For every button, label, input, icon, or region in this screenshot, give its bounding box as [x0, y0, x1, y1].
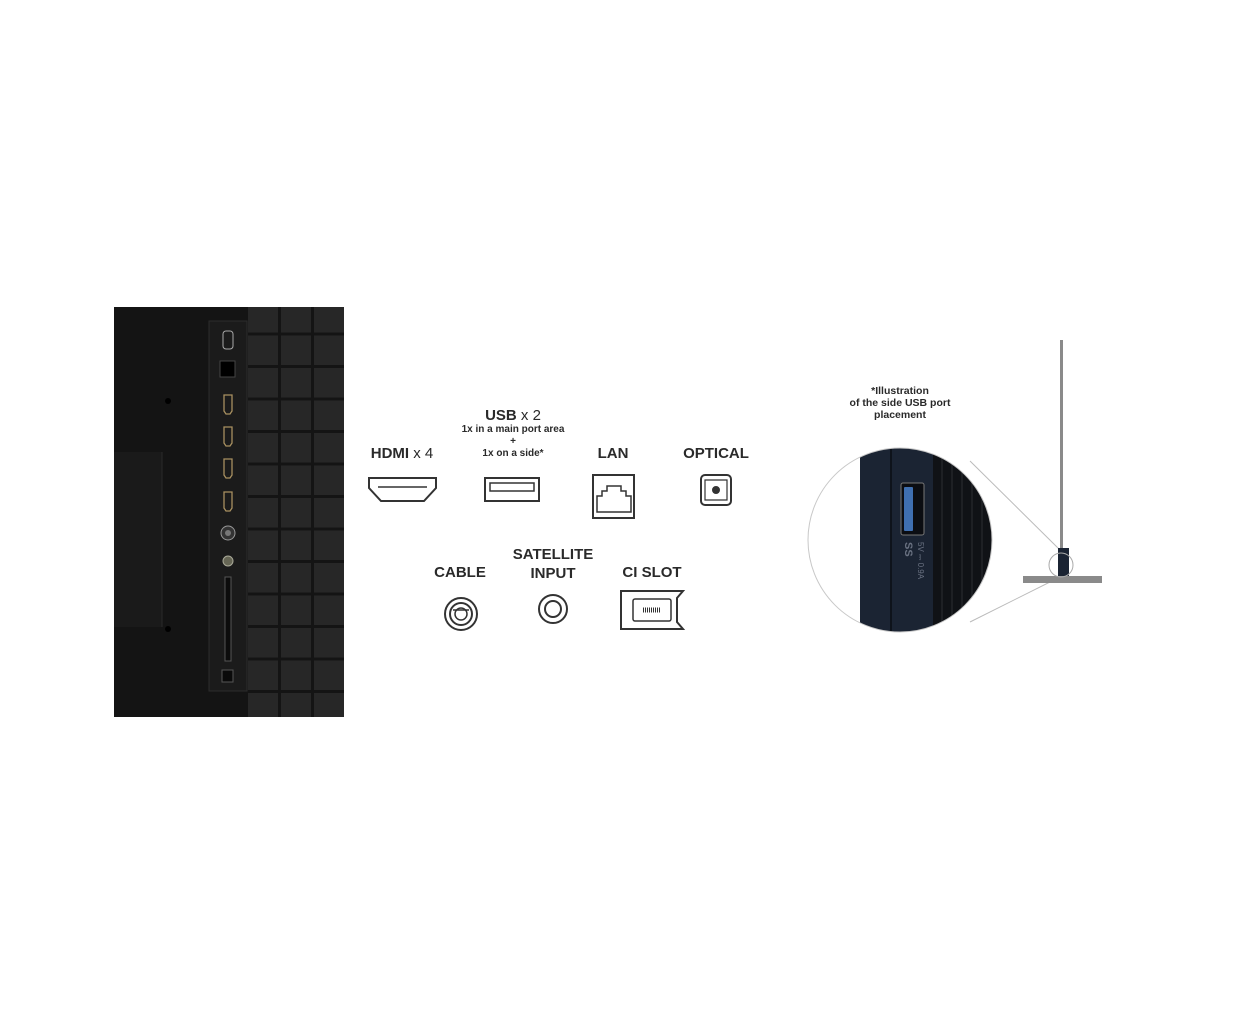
- usb-ss-marking: SS: [902, 542, 914, 557]
- satellite-icon: [538, 594, 568, 624]
- hdmi-label: HDMI x 4: [371, 444, 434, 463]
- grille-cell: [248, 693, 278, 717]
- optical-icon: [700, 474, 732, 506]
- grille-cell: [281, 498, 311, 528]
- usb-rating: 5V ⎓ 0.9A: [916, 542, 925, 580]
- ci-slot: [224, 576, 232, 662]
- hdmi-port: [223, 394, 233, 415]
- grille-cell: [248, 595, 278, 625]
- grille-cell: [248, 400, 278, 430]
- grille-cell: [281, 433, 311, 463]
- grille-cell: [281, 595, 311, 625]
- lan-icon: [592, 474, 635, 519]
- grille-cell: [314, 628, 344, 658]
- grille-cell: [281, 368, 311, 398]
- grille-cell: [281, 400, 311, 430]
- satellite-label-line1: SATELLITE: [512, 546, 594, 563]
- satellite-port: [222, 555, 234, 567]
- grille-cell: [248, 530, 278, 560]
- cable-icon: [444, 597, 478, 631]
- grille-cell: [248, 368, 278, 398]
- hdmi-port: [223, 458, 233, 479]
- grille-cell: [248, 498, 278, 528]
- grille-cell: [314, 563, 344, 593]
- usb-note-side: 1x on a side*: [482, 448, 544, 459]
- magnifier-circle: [807, 447, 993, 633]
- hdmi-port: [223, 491, 233, 512]
- grille-cell: [281, 465, 311, 495]
- tv-side-bottom: [1058, 548, 1069, 576]
- hdmi-port: [223, 426, 233, 447]
- tv-back-panel: [114, 307, 344, 717]
- grille-cell: [248, 628, 278, 658]
- tv-stand: [1023, 576, 1102, 583]
- tv-side-profile: [1060, 340, 1063, 550]
- zoom-source-circle: [1048, 552, 1074, 578]
- grille-cell: [314, 530, 344, 560]
- usb-port: [222, 330, 234, 350]
- ci-slot-icon: [620, 590, 686, 630]
- grille-cell: [314, 307, 344, 333]
- zoom-guide-line: [969, 577, 1059, 623]
- side-caption-line1: *Illustration: [871, 385, 929, 397]
- side-usb-illustration: SS 5V ⎓ 0.9A: [807, 340, 1102, 633]
- usb-note-plus: +: [510, 436, 516, 447]
- grille-cell: [314, 595, 344, 625]
- grille-cell: [281, 530, 311, 560]
- usb-name: USB: [485, 407, 517, 424]
- optical-label: OPTICAL: [683, 445, 749, 462]
- grille-cell: [248, 433, 278, 463]
- grille-cell: [281, 563, 311, 593]
- screw-hole: [165, 626, 171, 632]
- usb-label: USB x 2: [485, 406, 541, 425]
- side-caption-line2: of the side USB port: [849, 397, 951, 409]
- grille-cell: [314, 498, 344, 528]
- satellite-label-line2: INPUT: [530, 565, 576, 582]
- grille-cell: [314, 693, 344, 717]
- grille-cell: [314, 433, 344, 463]
- ci-slot-label: CI SLOT: [622, 564, 682, 581]
- port-icons: [368, 474, 732, 631]
- usb-note-main: 1x in a main port area: [461, 424, 565, 435]
- grille-cell: [314, 465, 344, 495]
- lan-label: LAN: [597, 445, 629, 462]
- hdmi-count: x 4: [413, 445, 434, 462]
- grille-cell: [248, 335, 278, 365]
- grille-cell: [314, 335, 344, 365]
- grille-cell: [314, 400, 344, 430]
- cable-label: CABLE: [434, 564, 486, 581]
- screw-hole: [165, 398, 171, 404]
- grille-cell: [248, 307, 278, 333]
- zoom-guide-line: [969, 460, 1061, 551]
- grille-cell: [281, 628, 311, 658]
- grille-cell: [248, 660, 278, 690]
- grille-cell: [281, 307, 311, 333]
- magnified-side-view: SS 5V ⎓ 0.9A: [860, 448, 992, 632]
- usb-count: x 2: [520, 407, 541, 424]
- grille-cell: [314, 368, 344, 398]
- grille-cell: [248, 465, 278, 495]
- grille-cell: [248, 563, 278, 593]
- optical-port: [221, 669, 234, 683]
- usb-icon: [484, 477, 540, 502]
- hdmi-icon: [368, 477, 437, 502]
- lan-port: [219, 360, 236, 378]
- grille-cell: [281, 693, 311, 717]
- side-caption-line3: placement: [874, 409, 926, 421]
- grille-cell: [281, 660, 311, 690]
- grille-cell: [281, 335, 311, 365]
- hdmi-name: HDMI: [370, 445, 410, 462]
- grille-cell: [314, 660, 344, 690]
